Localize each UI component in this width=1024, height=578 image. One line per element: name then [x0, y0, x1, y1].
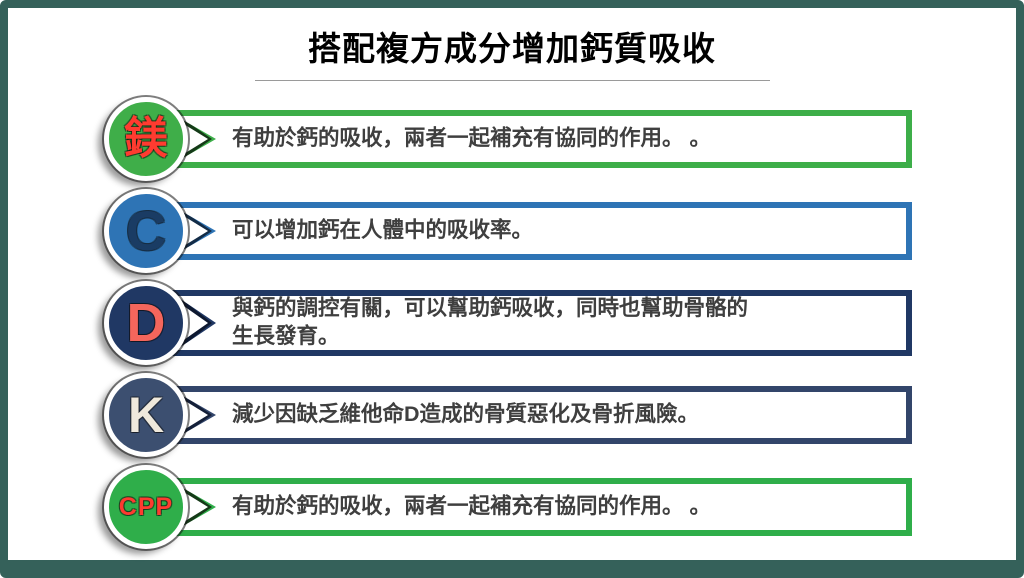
vitamin-k-banner: 減少因缺乏維他命D造成的骨質惡化及骨折風險。	[161, 386, 912, 444]
banner-fill-shape	[176, 116, 906, 162]
cpp-badge-label: CPP	[118, 492, 174, 521]
cpp-badge: CPP	[104, 465, 188, 549]
cpp-description: 有助於鈣的吸收，兩者一起補充有協同的作用。 。	[232, 494, 711, 519]
ingredient-row-magnesium: 鎂 有助於鈣的吸收，兩者一起補充有協同的作用。 。	[104, 93, 912, 185]
vitamin-k-description: 減少因缺乏維他命D造成的骨質惡化及骨折風險。	[232, 402, 700, 427]
vitamin-d-description: 與鈣的調控有關，可以幫助鈣吸收，同時也幫助骨骼的生長發育。	[232, 296, 749, 348]
vitamin-d-banner: 與鈣的調控有關，可以幫助鈣吸收，同時也幫助骨骼的生長發育。	[161, 290, 912, 356]
cpp-banner: 有助於鈣的吸收，兩者一起補充有協同的作用。 。	[161, 478, 912, 536]
magnesium-badge-label: 鎂	[124, 114, 168, 163]
slide-title: 搭配複方成分增加鈣質吸收	[308, 30, 716, 67]
ingredient-list: 鎂 有助於鈣的吸收，兩者一起補充有協同的作用。 。 C 可以增加鈣在人體中的吸收…	[8, 93, 1016, 553]
ingredient-row-vitamin-c: C 可以增加鈣在人體中的吸收率。	[104, 185, 912, 277]
banner-fill-shape	[176, 208, 906, 254]
vitamin-d-badge-label: D	[126, 293, 166, 353]
magnesium-description: 有助於鈣的吸收，兩者一起補充有協同的作用。 。	[232, 126, 711, 151]
vitamin-c-badge: C	[104, 189, 188, 273]
banner-fill-shape	[176, 484, 906, 530]
title-underline	[254, 80, 770, 81]
magnesium-badge: 鎂	[104, 97, 188, 181]
vitamin-k-badge: K	[104, 373, 188, 457]
ingredient-row-vitamin-d: D 與鈣的調控有關，可以幫助鈣吸收，同時也幫助骨骼的生長發育。	[104, 277, 912, 369]
magnesium-banner: 有助於鈣的吸收，兩者一起補充有協同的作用。 。	[161, 110, 912, 168]
vitamin-d-badge: D	[104, 281, 188, 365]
vitamin-c-badge-label: C	[125, 199, 167, 262]
vitamin-c-description: 可以增加鈣在人體中的吸收率。	[232, 218, 534, 243]
ingredient-row-vitamin-k: K 減少因缺乏維他命D造成的骨質惡化及骨折風險。	[104, 369, 912, 461]
banner-fill-shape	[176, 392, 906, 438]
vitamin-k-badge-label: K	[127, 387, 165, 443]
ingredient-row-cpp: CPP 有助於鈣的吸收，兩者一起補充有協同的作用。 。	[104, 461, 912, 553]
banner-fill-shape	[176, 296, 906, 350]
vitamin-c-banner: 可以增加鈣在人體中的吸收率。	[161, 202, 912, 260]
